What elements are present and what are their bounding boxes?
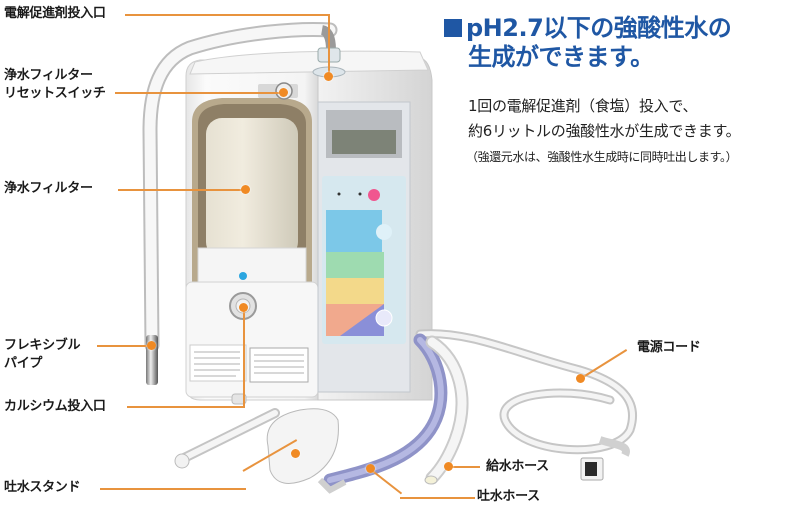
leader-line <box>115 92 285 94</box>
leader-line <box>400 497 475 499</box>
label-power-cord: 電源コード <box>637 340 701 355</box>
callout-dot <box>279 88 288 97</box>
label-filter-reset-switch: 浄水フィルター リセットスイッチ <box>4 68 106 102</box>
callout-dot <box>444 462 453 471</box>
leader-line <box>100 488 246 490</box>
leader-line <box>243 308 245 408</box>
description-line-1: 1回の電解促進剤（食塩）投入で、 <box>468 97 698 115</box>
callout-dot <box>239 303 248 312</box>
leader-line <box>118 189 246 191</box>
leader-line <box>452 466 480 468</box>
description: 1回の電解促進剤（食塩）投入で、 約6リットルの強酸性水が生成できます。 <box>468 94 741 144</box>
headline-line-1: pH2.7以下の強酸性水の <box>444 14 732 43</box>
label-electrolyte-inlet: 電解促進剤投入口 <box>4 6 106 21</box>
label-calcium-inlet: カルシウム投入口 <box>4 399 106 414</box>
headline: pH2.7以下の強酸性水の 生成ができます。 <box>444 14 732 72</box>
label-line: リセットスイッチ <box>4 86 106 101</box>
callout-dot <box>147 341 156 350</box>
callout-dot <box>576 374 585 383</box>
callout-dot <box>366 464 375 473</box>
leader-line <box>97 345 152 347</box>
headline-line-2: 生成ができます。 <box>468 43 654 71</box>
callout-dot <box>241 185 250 194</box>
description-note: （強還元水は、強酸性水生成時に同時吐出します。） <box>466 150 738 164</box>
headline-text: pH2.7以下の強酸性水の <box>466 14 732 42</box>
callout-dot <box>291 449 300 458</box>
label-outlet-hose: 吐水ホース <box>477 489 540 504</box>
leader-line <box>127 406 245 408</box>
callout-dot <box>324 72 333 81</box>
label-line: パイプ <box>4 356 43 371</box>
label-water-filter: 浄水フィルター <box>4 181 93 196</box>
leader-line <box>328 14 330 76</box>
label-line: フレキシブル <box>4 338 81 353</box>
leader-line <box>125 14 329 16</box>
label-line: 浄水フィルター <box>4 68 93 83</box>
label-flexible-pipe: フレキシブル パイプ <box>4 338 81 372</box>
description-line-2: 約6リットルの強酸性水が生成できます。 <box>468 122 741 140</box>
label-supply-hose: 給水ホース <box>486 459 549 474</box>
label-outlet-stand: 吐水スタンド <box>4 480 81 495</box>
bullet-square-icon <box>444 19 462 37</box>
